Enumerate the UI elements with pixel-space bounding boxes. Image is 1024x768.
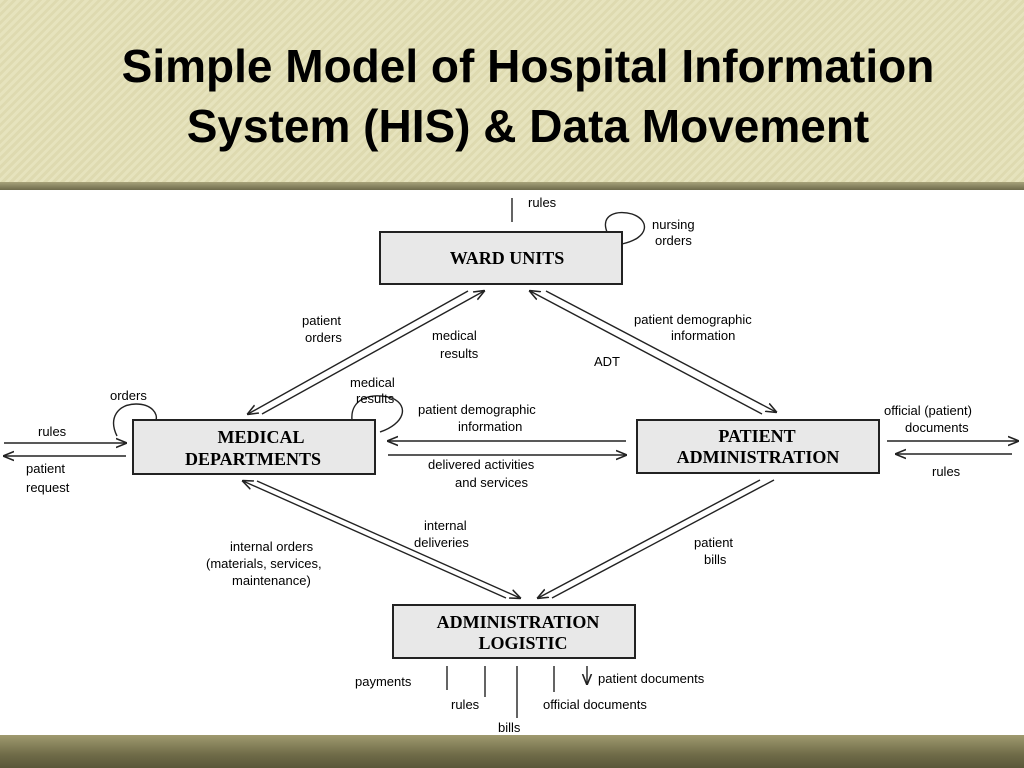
internal-orders-label-3: maintenance) <box>232 573 311 588</box>
nursing-orders-label-1: nursing <box>652 217 695 232</box>
official-documents-right-label-1: official (patient) <box>884 403 972 418</box>
node-medical-departments: MEDICAL DEPARTMENTS <box>132 419 376 475</box>
adt-arrow <box>530 291 763 415</box>
orders-loop-label: orders <box>110 388 147 403</box>
internal-deliveries-label-1: internal <box>424 518 467 533</box>
node-administration-logistic-label-2: LOGISTIC <box>478 633 567 653</box>
rules-left-label: rules <box>38 424 67 439</box>
internal-orders-arrow <box>256 480 520 598</box>
rules-right-label: rules <box>932 464 961 479</box>
adt-label: ADT <box>594 354 620 369</box>
node-medical-departments-label-1: MEDICAL <box>217 427 304 447</box>
internal-deliveries-arrow <box>243 481 507 599</box>
patient-bills-label-1: patient <box>694 535 733 550</box>
medical-results-loop-label-1: medical <box>350 375 395 390</box>
delivered-activities-label-2: and services <box>455 475 528 490</box>
patient-demographic-mid-label-2: information <box>458 419 522 434</box>
nursing-orders-label-2: orders <box>655 233 692 248</box>
patient-documents-label: patient documents <box>598 671 705 686</box>
official-documents-bottom-label: official documents <box>543 697 647 712</box>
node-patient-administration: PATIENT ADMINISTRATION <box>636 419 880 474</box>
internal-orders-label-2: (materials, services, <box>206 556 322 571</box>
patient-bills-arrow-1 <box>538 479 761 598</box>
ward-rules-label: rules <box>528 196 557 210</box>
medical-results-ward-label-2: results <box>440 346 479 361</box>
node-ward-units-label: WARD UNITS <box>450 248 565 268</box>
node-medical-departments-label-2: DEPARTMENTS <box>185 449 321 469</box>
patient-orders-arrow <box>248 290 469 414</box>
page-title-line-1: Simple Model of Hospital Information <box>121 40 935 92</box>
node-administration-logistic-label-1: ADMINISTRATION <box>437 612 600 632</box>
bottom-band <box>0 735 1024 768</box>
title-band: Simple Model of Hospital Information Sys… <box>0 0 1024 190</box>
node-ward-units: WARD UNITS <box>379 231 623 285</box>
patient-orders-label-2: orders <box>305 330 342 345</box>
internal-orders-label-1: internal orders <box>230 539 314 554</box>
patient-bills-arrow-2 <box>551 479 775 599</box>
medical-results-arrow <box>261 291 484 415</box>
node-patient-administration-label-1: PATIENT <box>718 426 795 446</box>
official-documents-right-label-2: documents <box>905 420 969 435</box>
medical-results-ward-label-1: medical <box>432 328 477 343</box>
medical-results-loop-label-2: results <box>356 391 395 406</box>
patient-demographic-ward-arrow <box>545 290 776 412</box>
payments-label: payments <box>355 674 412 689</box>
medical-results-loop <box>351 395 404 433</box>
patient-request-label-1: patient <box>26 461 65 476</box>
nursing-orders-loop <box>604 211 646 245</box>
his-diagram: WARD UNITS MEDICAL DEPARTMENTS PATIENT A… <box>0 196 1024 735</box>
patient-demographic-ward-label-1: patient demographic <box>634 312 752 327</box>
patient-demographic-ward-label-2: information <box>671 328 735 343</box>
delivered-activities-label-1: delivered activities <box>428 457 535 472</box>
bills-label: bills <box>498 720 521 735</box>
rules-bottom-label: rules <box>451 697 480 712</box>
internal-deliveries-label-2: deliveries <box>414 535 469 550</box>
patient-bills-label-2: bills <box>704 552 727 567</box>
orders-loop <box>112 403 158 437</box>
patient-orders-label-1: patient <box>302 313 341 328</box>
node-patient-administration-label-2: ADMINISTRATION <box>677 447 840 467</box>
node-administration-logistic: ADMINISTRATION LOGISTIC <box>392 604 636 659</box>
patient-demographic-mid-label-1: patient demographic <box>418 402 536 417</box>
patient-request-label-2: request <box>26 480 70 495</box>
page-title-line-2: System (HIS) & Data Movement <box>186 100 870 152</box>
